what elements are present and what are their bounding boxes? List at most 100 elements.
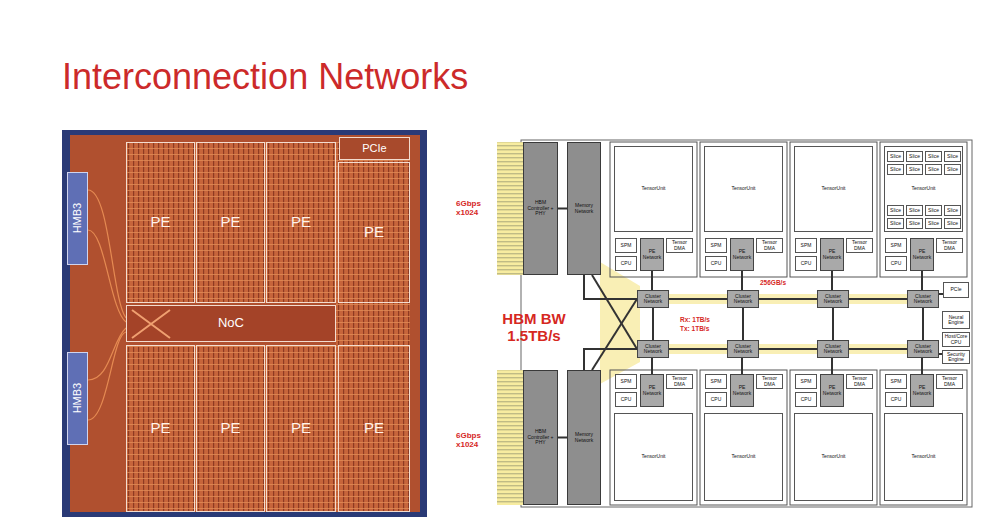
unit-box: CPU	[795, 256, 817, 271]
network-box: Cluster Network	[727, 340, 759, 358]
unit-box: CPU	[885, 256, 907, 271]
memory-block: HBM Controller + PHY	[523, 142, 558, 275]
slice-box: Slice	[925, 205, 942, 216]
node-text: Tensor DMA	[667, 240, 692, 251]
memory-block: Memory Network	[567, 370, 601, 505]
node-text: CPU	[621, 261, 632, 267]
unit-box: SPM	[795, 238, 817, 253]
node-text: Memory Network	[568, 203, 600, 214]
pe-region: PE	[126, 345, 195, 512]
unit-box: SPM	[705, 374, 727, 389]
unit-box: SPM	[615, 238, 637, 253]
tensor-unit: TensorUnitSliceSliceSliceSliceSliceSlice…	[884, 146, 963, 232]
bus-link	[558, 437, 567, 439]
hbm-block: HMB3	[67, 352, 88, 445]
unit-box: SPM	[615, 374, 637, 389]
bus-link	[921, 271, 923, 290]
node-text: Tensor DMA	[937, 240, 962, 251]
unit-box: Tensor DMA	[666, 374, 693, 389]
unit-box: Tensor DMA	[666, 238, 693, 253]
node-text: SPM	[891, 379, 902, 385]
bus-link	[831, 358, 833, 374]
memory-block: Memory Network	[567, 142, 601, 275]
node-text: Slice	[890, 154, 901, 160]
node-text: CPU	[801, 261, 812, 267]
node-text: Slice	[890, 208, 901, 214]
node-text: TensorUnit	[822, 186, 846, 192]
memory-block: HBM Controller + PHY	[523, 370, 558, 505]
tensor-unit: TensorUnit	[614, 146, 693, 232]
bus-link	[652, 308, 654, 340]
node-text: PE Network	[731, 385, 753, 396]
node-text: NoC	[218, 316, 244, 330]
node-text: SPM	[801, 243, 812, 249]
bus-link	[592, 299, 637, 370]
node-text: PE Network	[821, 249, 843, 260]
bus-link	[651, 271, 653, 290]
node-text: TensorUnit	[912, 454, 936, 460]
network-box: Cluster Network	[637, 340, 669, 358]
slice-box: Slice	[887, 205, 904, 216]
slice-box: Slice	[925, 164, 942, 175]
node-text: PE	[150, 420, 170, 437]
node-text: Cluster Network	[818, 294, 848, 305]
node-text: Slice	[909, 221, 920, 227]
unit-box: PCIe	[943, 282, 969, 298]
network-box: PE Network	[820, 374, 844, 407]
pe-region: PE	[338, 162, 410, 303]
node-text: TensorUnit	[732, 454, 756, 460]
slice-box: Slice	[906, 164, 923, 175]
node-text: PE Network	[641, 249, 663, 260]
node-text: Cluster Network	[728, 294, 758, 305]
node-text: Slice	[890, 167, 901, 173]
node-text: CPU	[891, 261, 902, 267]
bus-link	[849, 348, 907, 350]
node-text: Slice	[890, 221, 901, 227]
node-text: Tensor DMA	[937, 376, 962, 387]
node-text: PE	[220, 214, 240, 231]
node-text: Slice	[928, 208, 939, 214]
slice-box: Slice	[944, 205, 961, 216]
node-text: Cluster Network	[638, 344, 668, 355]
node-text: HBM Controller + PHY	[524, 429, 557, 446]
unit-box: SPM	[705, 238, 727, 253]
network-box: Cluster Network	[727, 290, 759, 308]
bus-link	[651, 358, 653, 374]
slice-box: Slice	[944, 218, 961, 229]
node-text: Slice	[947, 154, 958, 160]
node-text: Slice	[928, 154, 939, 160]
unit-box: CPU	[615, 392, 637, 407]
slice-box: Slice	[887, 151, 904, 162]
node-text: Tensor DMA	[847, 240, 872, 251]
node-text: Slice	[947, 208, 958, 214]
tensor-unit: TensorUnit	[614, 413, 693, 501]
network-box: Cluster Network	[907, 290, 939, 308]
network-box: PE Network	[820, 238, 844, 271]
unit-box: Tensor DMA	[936, 238, 963, 253]
slide-title: Interconnection Networks	[62, 56, 468, 98]
tensor-unit: TensorUnit	[704, 146, 783, 232]
unit-box: Tensor DMA	[936, 374, 963, 389]
pe-region: PE	[196, 142, 265, 303]
bus-link	[558, 208, 567, 210]
pe-region: PE	[196, 345, 265, 512]
node-text: TensorUnit	[642, 186, 666, 192]
unit-box: Tensor DMA	[756, 374, 783, 389]
network-box: PE Network	[640, 374, 664, 407]
network-box: PE Network	[730, 238, 754, 271]
node-text: HMB3	[71, 383, 83, 414]
bandwidth-label: HBM BW 1.5TB/s	[495, 311, 573, 344]
slice-box: Slice	[906, 151, 923, 162]
network-box: PE Network	[640, 238, 664, 271]
node-text: Security Engine	[943, 352, 969, 363]
node-text: PE Network	[731, 249, 753, 260]
node-text: CPU	[711, 397, 722, 403]
bus-link	[584, 275, 637, 299]
unit-box: Host/Core CPU	[942, 332, 970, 347]
node-text: Slice	[909, 154, 920, 160]
slice-box: Slice	[925, 218, 942, 229]
node-text: Cluster Network	[728, 344, 758, 355]
bus-link	[741, 358, 743, 374]
node-text: Slice	[947, 221, 958, 227]
